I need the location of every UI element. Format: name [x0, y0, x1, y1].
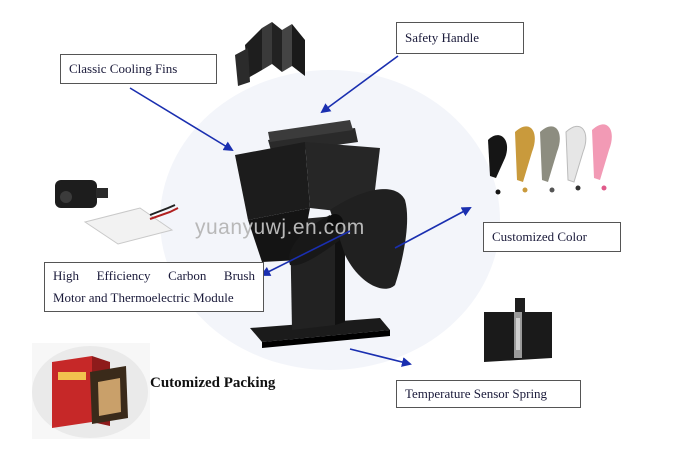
- arrow-motor: [260, 230, 351, 276]
- fan-photo: [235, 120, 408, 348]
- arrow-cooling-fins: [129, 87, 234, 152]
- arrow-safety-handle: [320, 55, 399, 114]
- packing-box-photo: [32, 343, 150, 439]
- sensor-spring-photo: [484, 298, 552, 362]
- arrow-sensor-spring: [349, 348, 412, 367]
- cooling-fins-photo: [235, 22, 305, 86]
- color-swatches-photo: [488, 124, 612, 195]
- watermark: yuanyuwj.en.com: [195, 216, 365, 239]
- callout-customized-color: Customized Color: [483, 222, 621, 252]
- packing-label: Cutomized Packing: [150, 375, 276, 391]
- callout-motor-line-1: High Efficiency Carbon Brush: [53, 268, 255, 283]
- arrow-customized-color: [394, 207, 472, 249]
- motor-module-photo: [55, 180, 179, 245]
- callout-safety-handle: Safety Handle: [396, 22, 524, 54]
- callout-sensor-spring: Temperature Sensor Spring: [396, 380, 581, 408]
- callout-motor-line-2: Motor and Thermoelectric Module: [53, 290, 234, 305]
- callout-motor-module: High Efficiency Carbon Brush Motor and T…: [44, 262, 264, 312]
- callout-cooling-fins: Classic Cooling Fins: [60, 54, 217, 84]
